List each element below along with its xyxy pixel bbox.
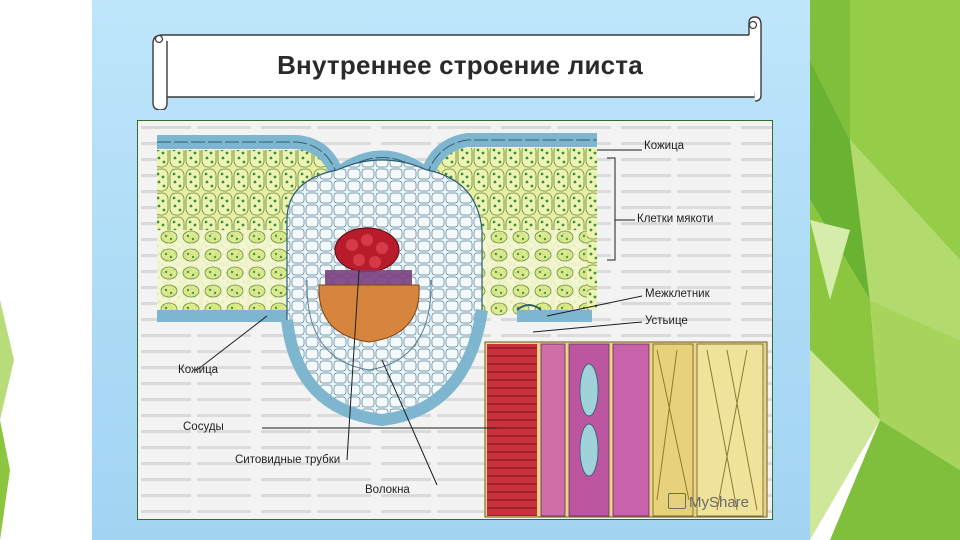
watermark-text: MyShare [689,494,749,511]
printer-logo-icon [668,493,686,509]
left-green-accent [0,0,40,540]
watermark: MyShare [668,493,749,511]
right-green-decoration [810,0,960,540]
slide-title: Внутреннее строение листа [165,50,755,81]
label-mesophyll: Клетки мякоти [637,213,713,225]
label-vessels: Сосуды [183,421,224,433]
label-intercellular-space: Межклетник [645,288,710,300]
longitudinal-section [485,342,767,517]
label-stoma: Устьице [645,315,688,327]
label-epidermis-top: Кожица [644,140,684,152]
label-epidermis-bottom: Кожица [178,364,218,376]
label-sieve-tubes: Ситовидные трубки [235,454,340,466]
label-fibers: Волокна [365,484,410,496]
